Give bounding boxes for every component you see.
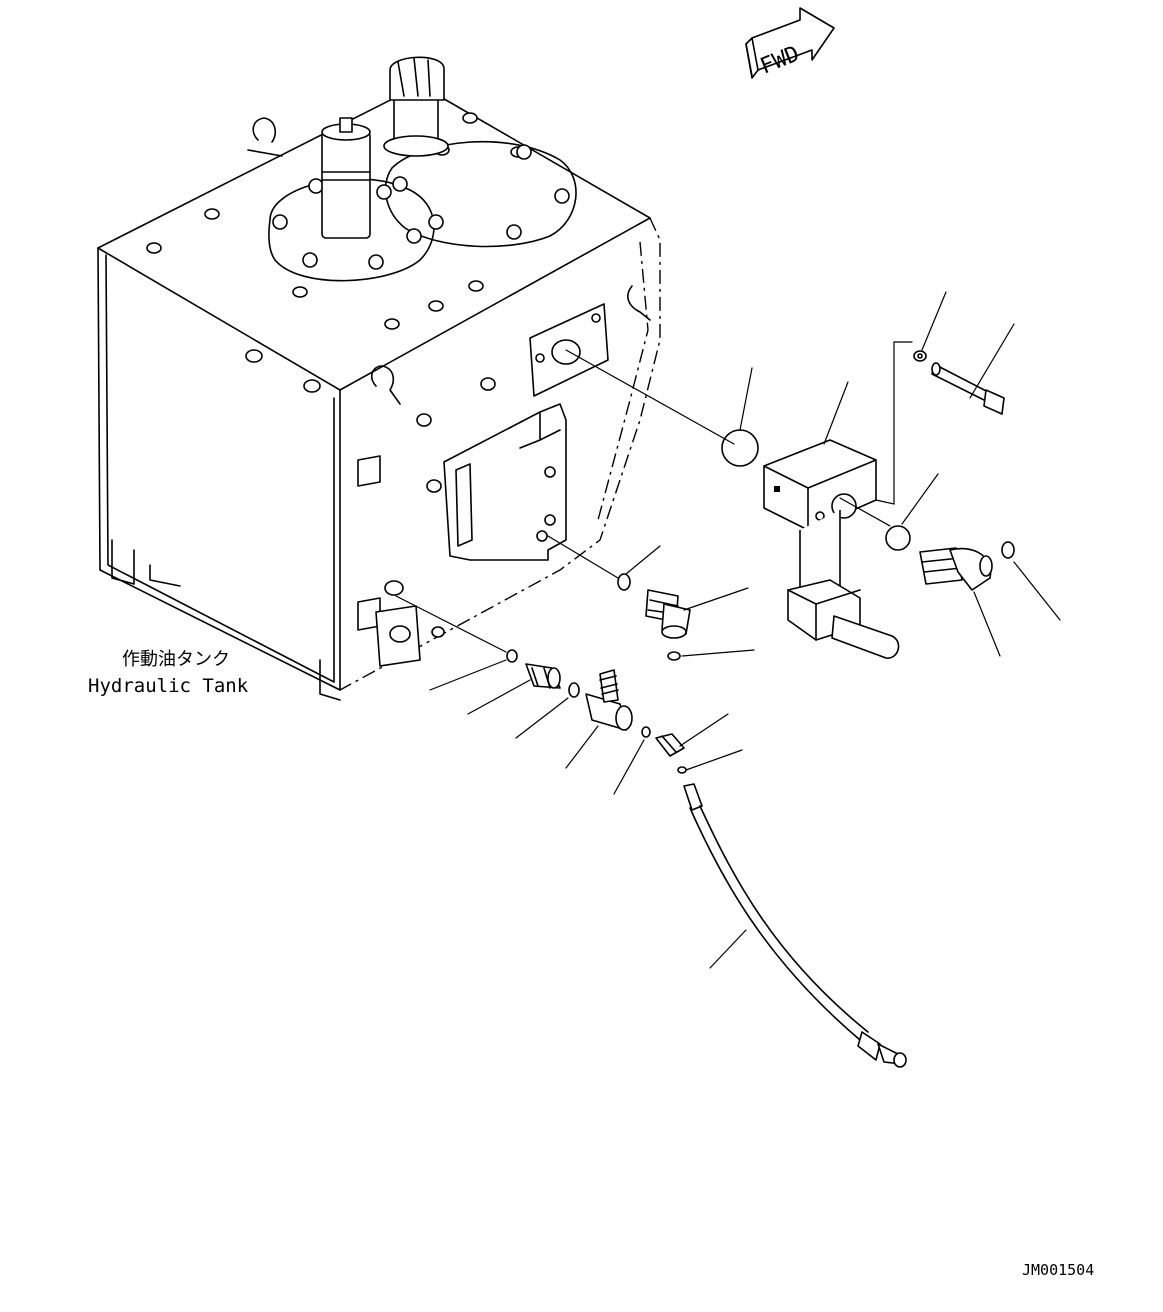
breather-cap [321,117,371,239]
tank-label-jp: 作動油タンク [122,649,230,670]
hydraulic-hose [683,783,907,1068]
mounting-bolt [931,362,1005,415]
elbow-fitting-center [645,589,691,639]
filler-cap [383,56,449,157]
washer [913,350,927,362]
tank-top-bolts [146,112,526,638]
leader-lines [395,291,1061,969]
forward-arrow-icon: FWD [745,7,835,80]
o-rings [506,429,1015,774]
tank-label-en: Hydraulic Tank [88,675,249,697]
drawing-code: JM001504 [1022,1261,1094,1279]
filter-block [763,439,900,659]
tank-bracket [443,303,609,561]
tee-fitting [585,669,633,731]
tank-cover-plates [268,140,577,282]
small-nipple-fitting [655,733,685,757]
tank-side-ports [357,455,421,667]
connector-fitting [525,663,561,689]
hydraulic-tank [97,56,661,701]
elbow-fitting-right [919,547,993,591]
